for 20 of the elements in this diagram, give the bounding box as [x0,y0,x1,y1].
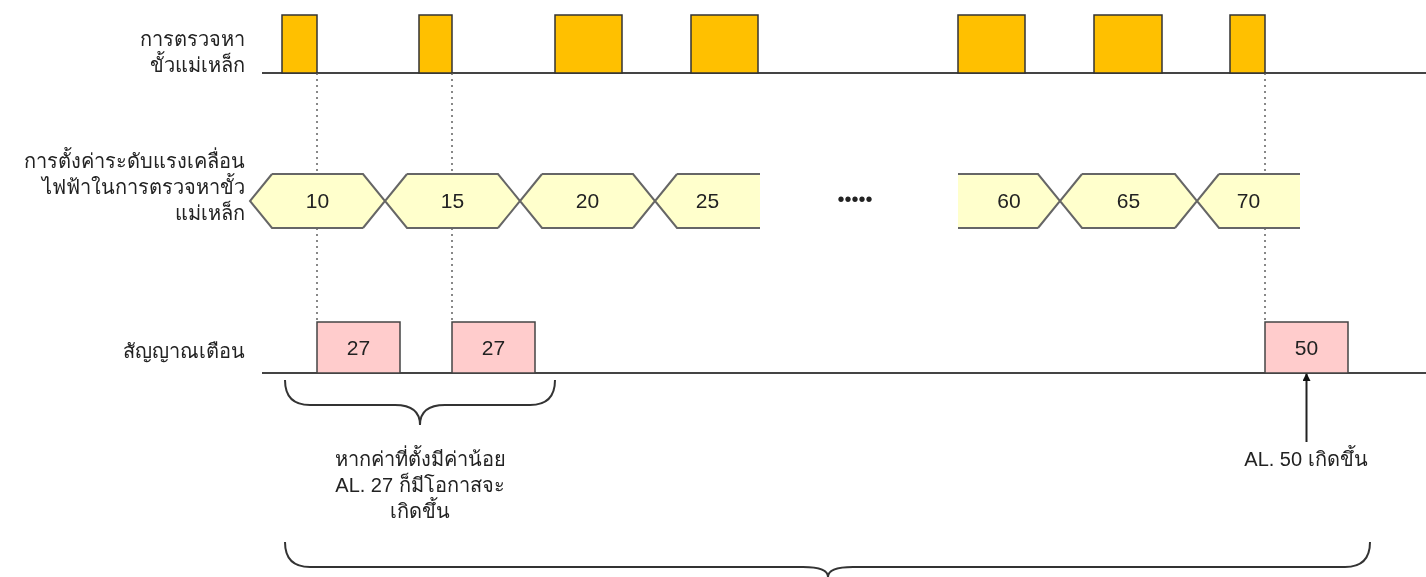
arrow [1302,372,1311,443]
value-text: 15 [440,189,465,213]
guide-line [316,227,318,323]
guide-line [1264,227,1266,323]
guide-line [451,227,453,323]
ellipsis-text: ••••• [836,187,874,212]
value-text: 60 [997,189,1021,213]
value-text: 65 [1116,189,1141,213]
alarm-code: 27 [346,335,371,360]
value-text: 20 [575,189,600,213]
annotation-text: หากค่าที่ตั้งมีค่าน้อย AL. 27 ก็มีโอกาสจะเกิดขึ้น [320,446,520,524]
row-label: การตรวจหาขั้วแม่เหล็ก [139,27,245,78]
row-label: การตั้งค่าระดับแรงเคลื่อนไฟฟ้าในการตรวจหาขั้วแม่เหล็ก [20,148,245,226]
value-text: 25 [695,189,720,213]
value-text: 70 [1236,189,1261,213]
alarm-code: 50 [1294,335,1319,360]
annotation-text: AL. 50 เกิดขึ้น [1244,443,1368,475]
row-label: สัญญาณเตือน [122,339,245,364]
value-text: 10 [305,189,330,213]
alarm-code: 27 [481,335,506,360]
